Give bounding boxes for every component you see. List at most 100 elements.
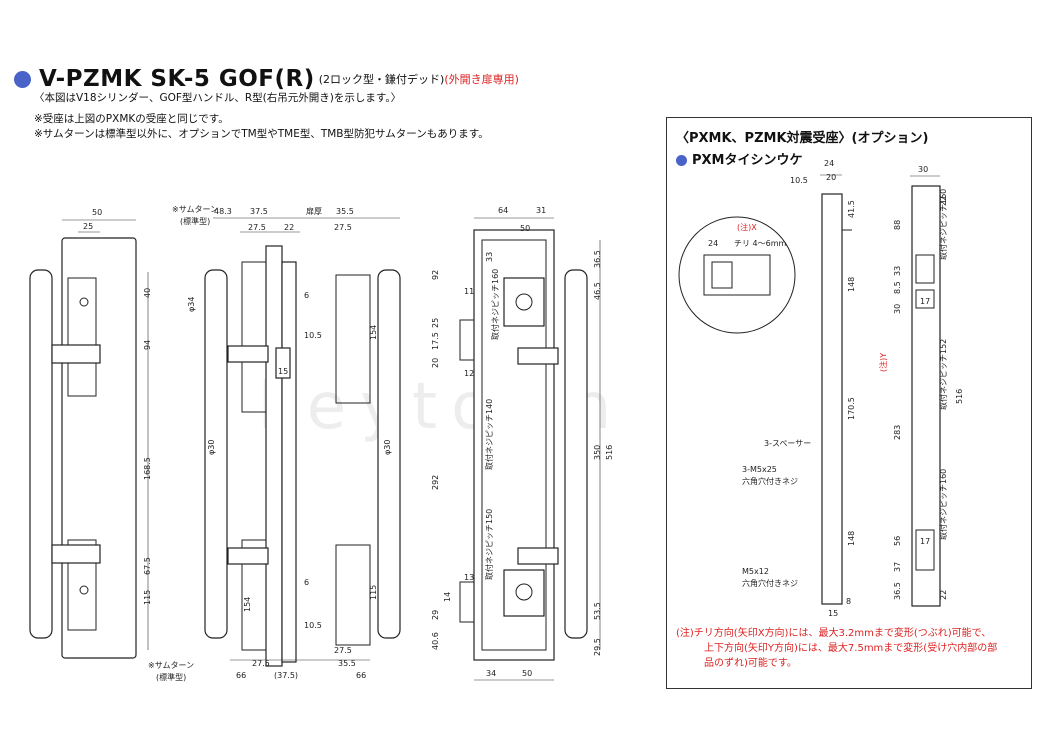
dim-94: 94 [143,340,152,350]
side-handle [564,269,588,639]
opt-dim-10-5: 10.5 [790,176,808,185]
section-upper-arm [227,345,269,363]
dim-48-3: 48.3 [214,207,232,216]
door-thickness-label: 扉厚 [306,206,322,216]
screw1-label: 3-M5x25 [742,465,777,474]
section-outer-handle [377,269,401,639]
opt-dim-30: 30 [918,165,928,174]
dim-17-5: 17.5 [431,332,440,350]
dim-154-b: 154 [243,597,252,612]
front-upper-lock-case [67,277,97,397]
front-lower-hole [79,585,89,595]
section-lower-trim [241,539,267,651]
front-handle-bar [29,269,53,639]
dim-292: 292 [431,475,440,490]
page-subtitle: (2ロック型・鎌付デッド) [318,73,445,86]
dim-29-5: 29.5 [593,638,602,656]
side-pitch-140: 取付ネジピッチ140 [484,399,494,470]
side-frame-inner [481,239,547,651]
dim-168-5: 168.5 [143,457,152,480]
dim-22: 22 [284,223,294,232]
dim-27-5-b: 27.5 [334,223,352,232]
dim-31: 31 [536,206,546,215]
strike-side-body [821,193,843,605]
thumbturn-label-bottom: ※サムターン [148,661,194,670]
dim-66-b: 66 [356,671,366,680]
front-lower-arm [51,544,101,564]
dim-50: 50 [92,208,102,217]
dim-36-5: 36.5 [593,250,602,268]
opt-dim-37: 37 [893,562,902,572]
side-upper-strike [459,319,475,361]
section-lower-outer [335,544,371,646]
side-pitch-160: 取付ネジピッチ160 [490,269,500,340]
dim-29: 29 [431,610,440,620]
dim-37-5-paren: (37.5) [274,671,298,680]
opt-pitch-160-b: 取付ネジピッチ160 [938,469,948,540]
dim-10-5-b: 10.5 [304,621,322,630]
dim-115-b: 115 [369,585,378,600]
option-box-title: 〈PXMK、PZMK対震受座〉(オプション) [676,131,929,146]
section-door-face [265,245,283,667]
opt-dim-15: 15 [828,609,838,618]
dim-50-b: 50 [520,224,530,233]
side-upper-cylinder [515,293,533,311]
footnote-line-2: 上下方向(矢印Y方向)には、最大7.5mmまで変形(受け穴内部の部 [704,643,998,654]
dim-115: 115 [143,590,152,605]
dim-37-5: 37.5 [250,207,268,216]
option-box [666,117,1032,689]
detail-x-circle [678,216,796,334]
thumbturn-std-label-bottom: (標準型) [156,672,186,682]
dim-14: 14 [443,592,452,602]
dim-15: 15 [278,367,288,376]
outward-door-note: (外開き扉専用) [444,73,519,86]
phi30-label-a: φ30 [207,440,216,455]
opt-dim-8-5: 8.5 [893,281,902,294]
side-lower-strike [459,581,475,623]
section-upper-trim [241,261,267,413]
side-view: 64 31 50 33 92 25 17.5 20 11 12 292 13 1… [431,206,614,681]
footnote-line-1: (注)チリ方向(矢印X方向)には、最大3.2mmまで変形(つぶれ)可能で、 [676,628,992,639]
figure-note: 〈本図はV18シリンダー、GOF型ハンドル、R型(右吊元外開き)を示します。〉 [34,92,402,104]
strike-front-body [911,185,941,607]
dim-20: 20 [431,358,440,368]
phi30-label-b: φ30 [383,440,392,455]
opt-dim-24-b: 24 [708,239,718,248]
note-x-label: (注)X [737,222,757,232]
strike-front-upper-slot [915,254,935,284]
dim-35-5-b: 35.5 [338,659,356,668]
opt-dim-17-a: 17 [920,297,930,306]
opt-dim-56: 56 [893,536,902,546]
dim-40-6: 40.6 [431,632,440,650]
phi34-label: φ34 [187,297,196,312]
side-pitch-150: 取付ネジピッチ150 [484,509,494,580]
option-footnote: (注)チリ方向(矢印X方向)には、最大3.2mmまで変形(つぶれ)可能で、 上下… [676,626,997,671]
side-lower-cylinder [515,583,533,601]
opt-dim-20: 20 [826,173,836,182]
section-view: ※サムターン (標準型) 48.3 37.5 扉厚 35.5 27.5 22 2… [148,205,401,682]
opt-dim-88: 88 [893,220,902,230]
dim-11: 11 [464,287,474,296]
section-lock-body [281,261,297,663]
opt-dim-170-5: 170.5 [847,397,856,420]
opt-dim-283: 283 [893,425,902,440]
opt-pitch-152: 取付ネジピッチ152 [938,339,948,410]
dim-27-5-c: 27.5 [334,646,352,655]
chiri-label: チリ 4〜6mm [734,239,787,248]
screw2-label: M5x12 [742,567,769,576]
opt-dim-22-a: 22 [939,196,948,206]
dim-50-c: 50 [522,669,532,678]
subtitle-bullet-icon [676,155,687,166]
front-lower-lock-case [67,539,97,631]
dim-33: 33 [485,252,494,262]
spacer-label: 3-スペーサー [764,439,811,448]
dim-27-5-a: 27.5 [248,223,266,232]
detail-x-section [703,254,771,296]
opt-dim-24: 24 [824,159,834,168]
opt-dim-8: 8 [846,597,851,606]
dim-34: 34 [486,669,496,678]
detail-x-spacer [711,261,733,289]
dim-25: 25 [83,222,93,231]
footnote-line-3: 品のずれ)可能です。 [704,658,797,669]
